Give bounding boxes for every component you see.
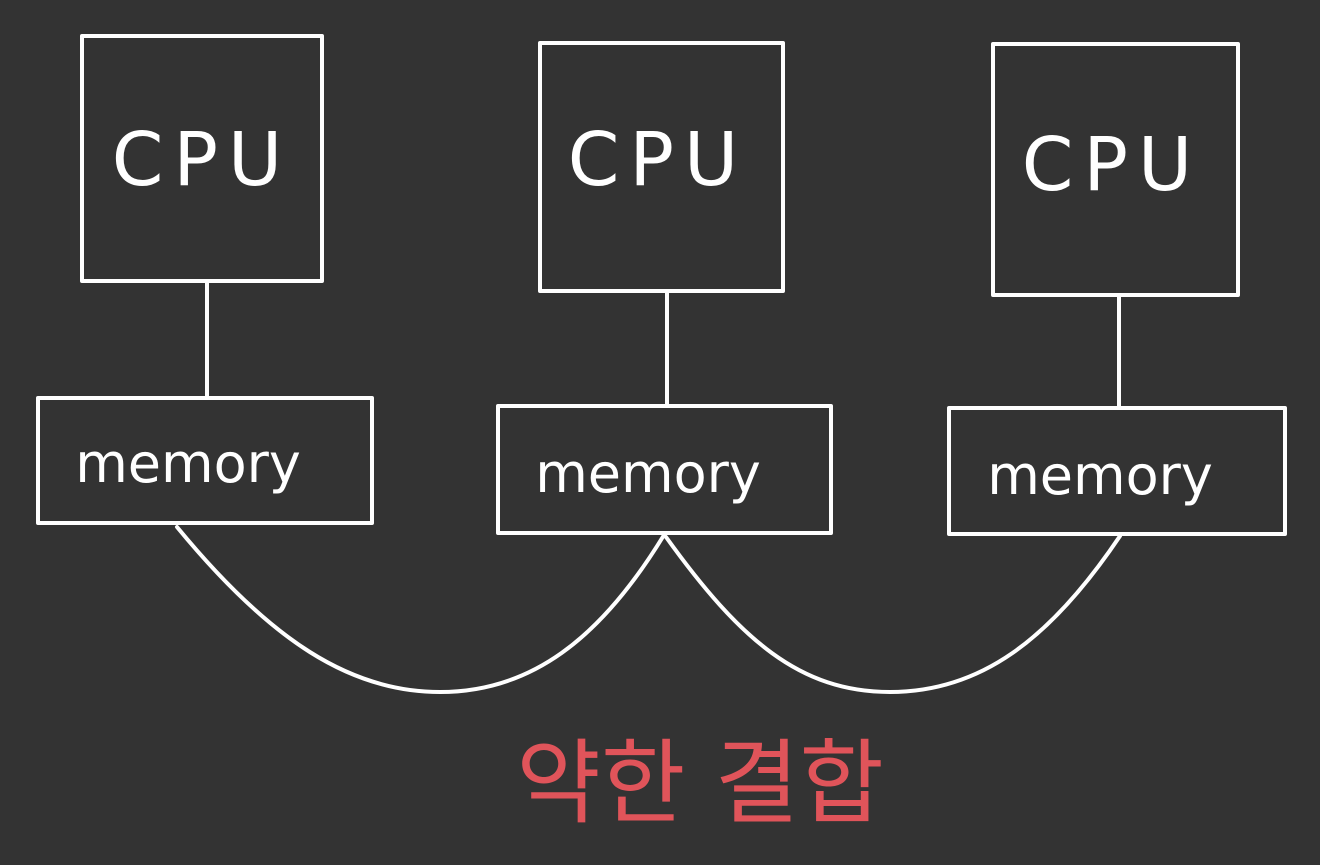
memory-label-2: memory [535, 442, 761, 505]
memory-box-3 [947, 406, 1287, 536]
memory-label-3: memory [987, 444, 1213, 507]
cpu-box-3 [991, 42, 1240, 297]
cpu-label-1: CPU [112, 117, 292, 203]
memory-label-1: memory [75, 432, 301, 495]
cpu-box-2 [538, 41, 785, 293]
cpu-box-1 [80, 34, 324, 283]
node-2: CPU memory [496, 41, 833, 535]
node-1: CPU memory [36, 34, 374, 525]
coupling-curve-2-3 [664, 534, 1122, 695]
cpu-label-3: CPU [1022, 122, 1202, 208]
node-3: CPU memory [947, 42, 1287, 536]
memory-box-1 [36, 396, 374, 525]
cpu-label-2: CPU [568, 117, 748, 203]
caption-weak-coupling: 약한 결합 [516, 730, 884, 837]
memory-box-2 [496, 404, 833, 535]
coupling-curve-1-2 [175, 525, 666, 695]
